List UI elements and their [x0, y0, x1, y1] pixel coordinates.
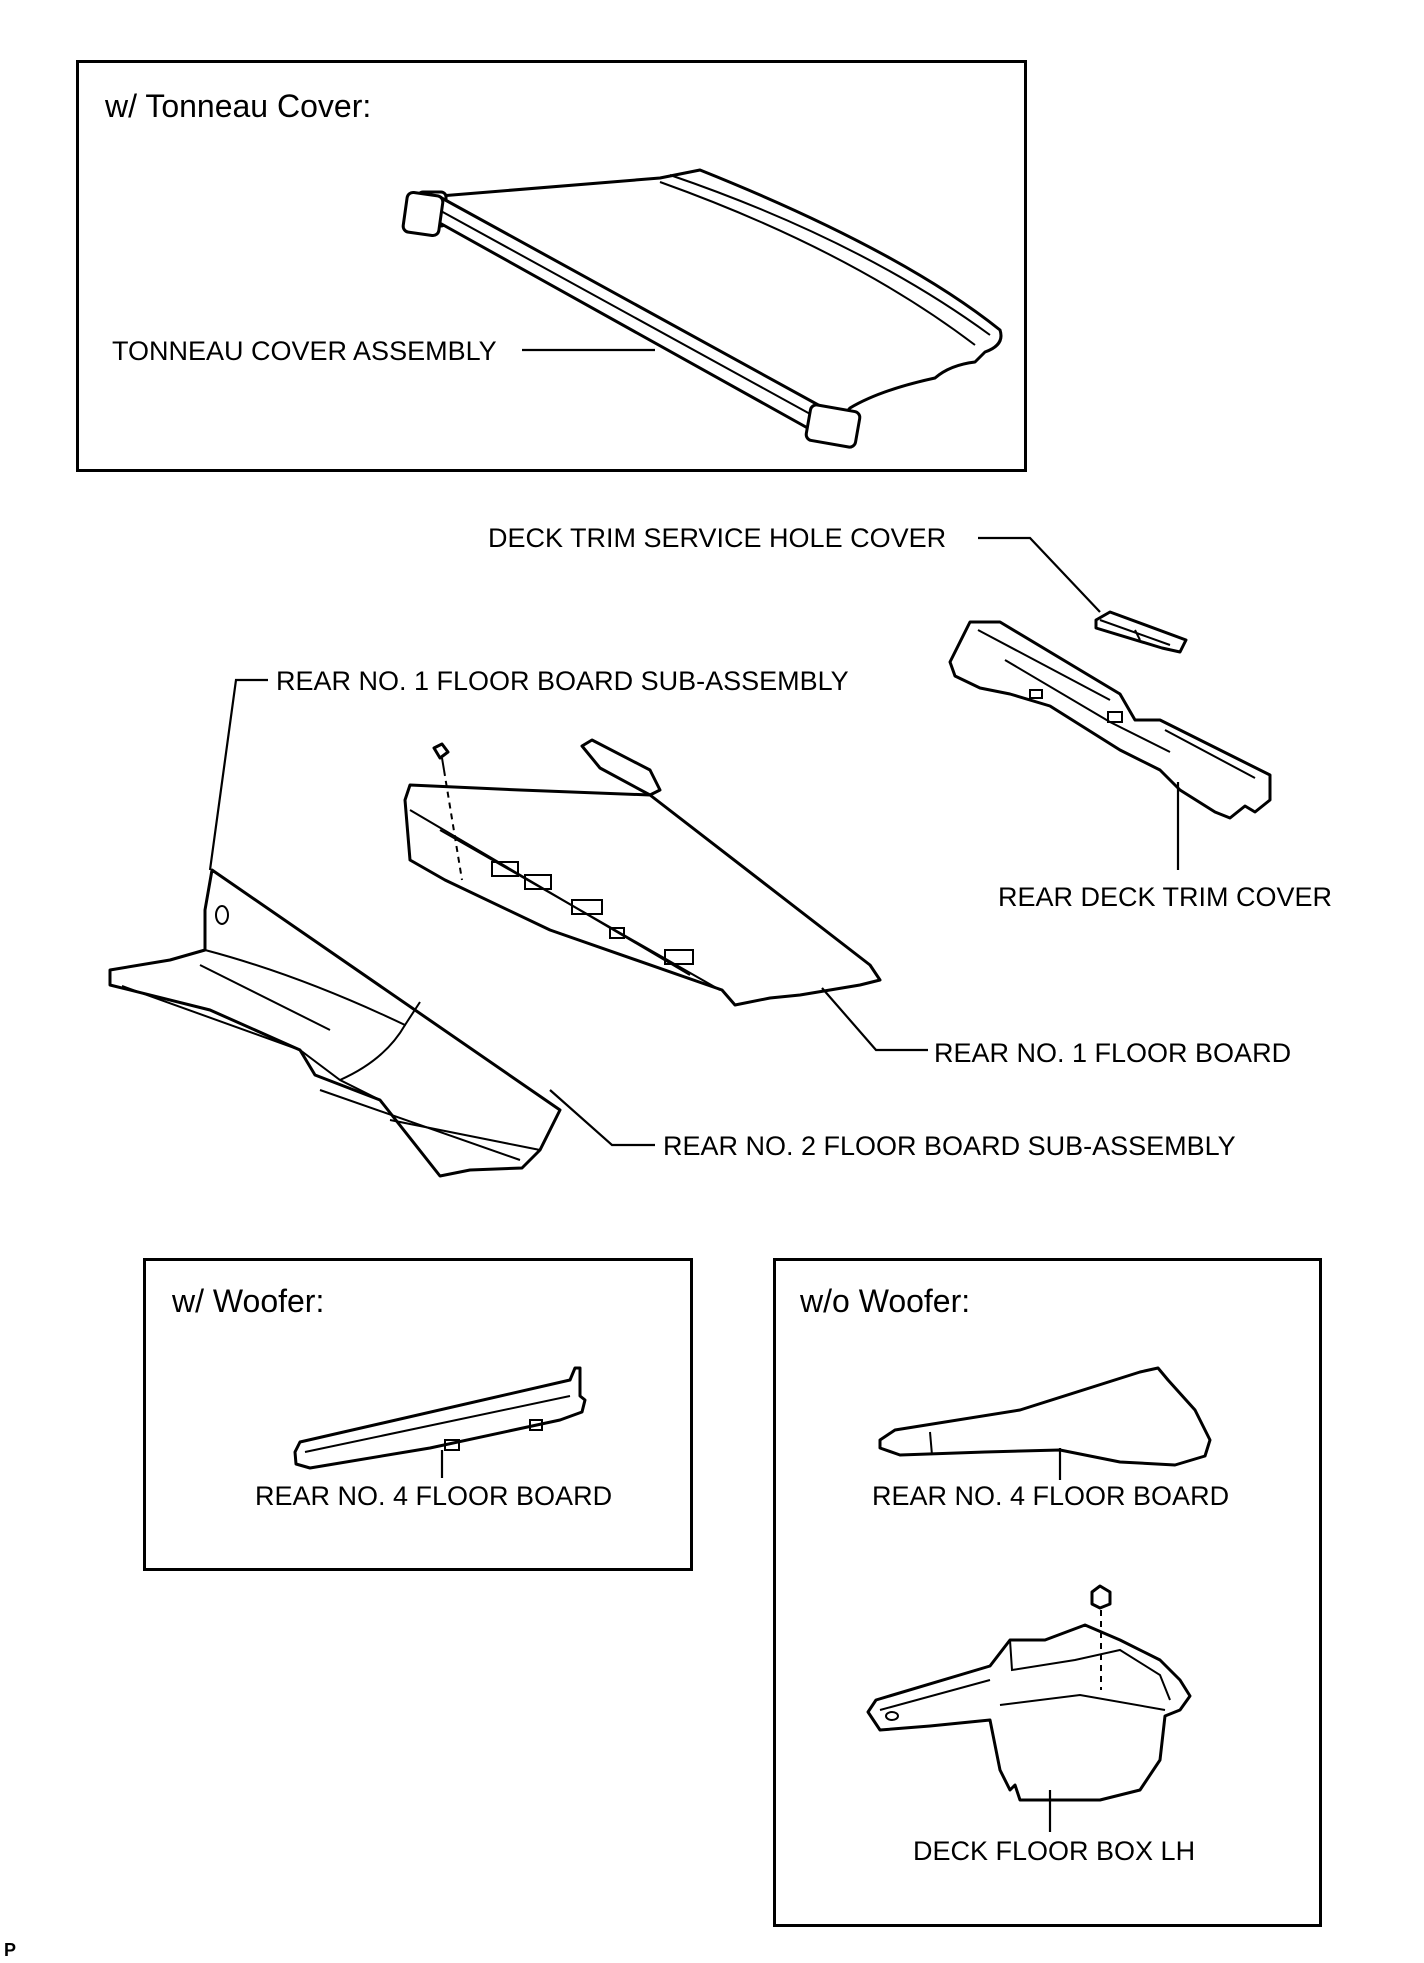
rear-no1-floor-board-illustration — [403, 738, 882, 1007]
tonneau-cover-panel — [76, 60, 1027, 472]
no-woofer-panel-title: w/o Woofer: — [800, 1283, 971, 1319]
leader-rear-no1-floor-board-sub-assembly — [208, 678, 268, 871]
rear-no4-floor-board-woofer-illustration — [293, 1366, 587, 1470]
bolt-guide-line — [443, 769, 463, 881]
leader-rear-no2-floor-board-sub-assembly — [549, 1089, 655, 1147]
woofer-panel-title: w/ Woofer: — [172, 1283, 325, 1319]
leader-deck-trim-service-hole-cover — [978, 536, 1101, 613]
corner-mark: P — [4, 1940, 17, 1960]
label-rear-no1-floor-board: REAR NO. 1 FLOOR BOARD — [934, 1038, 1292, 1068]
label-rear-no1-floor-board-sub-assembly: REAR NO. 1 FLOOR BOARD SUB-ASSEMBLY — [276, 666, 849, 696]
label-deck-trim-service-hole-cover: DECK TRIM SERVICE HOLE COVER — [488, 523, 947, 553]
rear-no4-floor-board-no-woofer-illustration — [878, 1366, 1212, 1467]
no-woofer-panel — [773, 1258, 1322, 1927]
label-rear-no4-floor-board-no-woofer: REAR NO. 4 FLOOR BOARD — [872, 1481, 1230, 1511]
label-rear-no2-floor-board-sub-assembly: REAR NO. 2 FLOOR BOARD SUB-ASSEMBLY — [663, 1131, 1236, 1161]
tonneau-cover-illustration — [401, 168, 1003, 449]
label-rear-deck-trim-cover: REAR DECK TRIM COVER — [998, 882, 1333, 912]
tonneau-panel-title: w/ Tonneau Cover: — [105, 88, 372, 124]
label-tonneau-cover-assembly: TONNEAU COVER ASSEMBLY — [112, 336, 497, 366]
deck-floor-box-illustration — [866, 1584, 1192, 1802]
woofer-panel — [143, 1258, 693, 1571]
deck-trim-service-hole-cover-illustration — [1094, 610, 1188, 654]
leader-rear-no1-floor-board — [821, 987, 928, 1052]
rear-no2-floor-board-illustration — [108, 868, 562, 1178]
rear-deck-trim-cover-illustration — [948, 620, 1272, 820]
label-rear-no4-floor-board-woofer: REAR NO. 4 FLOOR BOARD — [255, 1481, 613, 1511]
label-deck-floor-box-lh: DECK FLOOR BOX LH — [913, 1836, 1196, 1866]
